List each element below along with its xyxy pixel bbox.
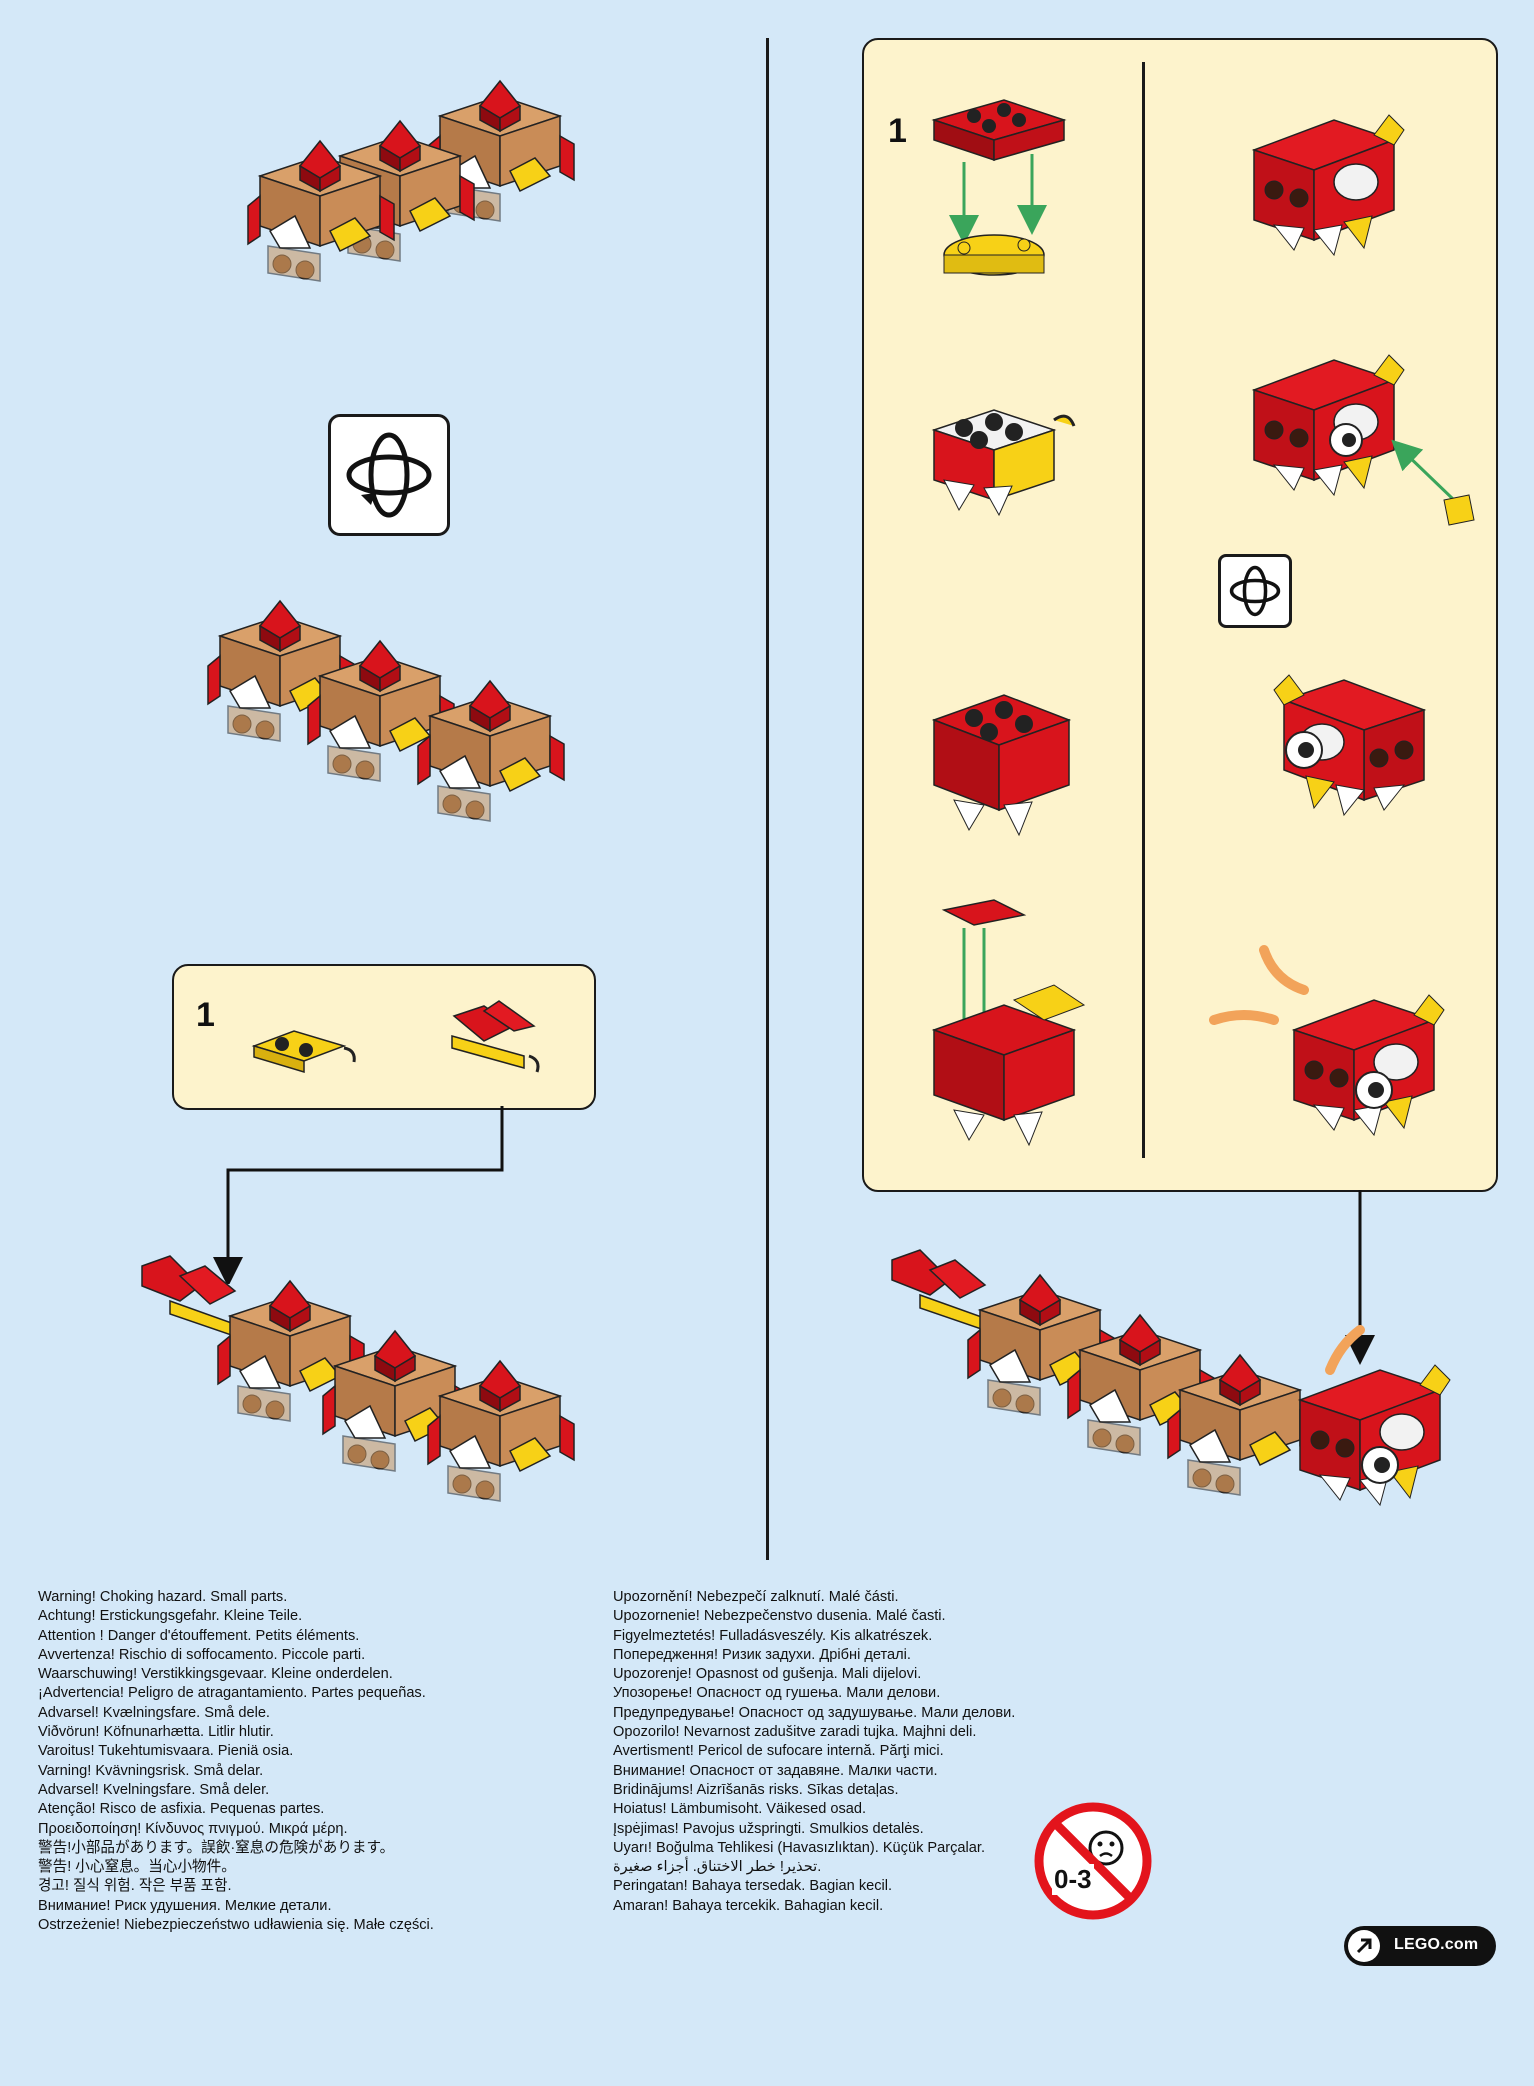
warning-line: Bridinājums! Aizrīšanās risks. Sīkas det… bbox=[613, 1781, 899, 1798]
warning-line: Upozorenje! Opasnost od gušenja. Mali di… bbox=[613, 1666, 922, 1683]
warning-line: Advarsel! Kvelningsfare. Små deler. bbox=[38, 1781, 270, 1798]
warnings-column-right: Upozornění! Nebezpečí zalknutí. Malé čás… bbox=[613, 1588, 1015, 1916]
head-view-1 bbox=[1253, 114, 1405, 256]
step-number: 1 bbox=[196, 996, 215, 1034]
warning-line: Viðvörun! Köfnunarhætta. Litlir hlutir. bbox=[38, 1724, 274, 1741]
warning-line: Попередження! Ризик задухи. Дрібні детал… bbox=[613, 1646, 911, 1663]
warning-line: Attention ! Danger d'étouffement. Petits… bbox=[38, 1627, 360, 1644]
head-substep-3 bbox=[931, 694, 1072, 837]
column-divider bbox=[766, 38, 769, 1560]
step-arrow-right bbox=[1345, 1190, 1375, 1365]
warning-line: 警告!小部品があります。誤飲·窒息の危険があります。 bbox=[38, 1839, 395, 1856]
warning-line: ¡Advertencia! Peligro de atragantamiento… bbox=[38, 1685, 426, 1702]
warning-line: Amaran! Bahaya tercekik. Bahagian kecil. bbox=[613, 1897, 884, 1914]
warning-line: Предупредување! Опасност од задушување. … bbox=[613, 1704, 1016, 1721]
warning-line: Uyarı! Boğulma Tehlikesi (Havasızlıktan)… bbox=[613, 1839, 986, 1856]
warning-line: Ostrzeżenie! Niebezpieczeństwo udławieni… bbox=[38, 1917, 434, 1934]
warning-line: Varning! Kvävningsrisk. Små delar. bbox=[38, 1762, 264, 1779]
warning-line: Achtung! Erstickungsgefahr. Kleine Teile… bbox=[38, 1608, 303, 1625]
rotate-model-icon bbox=[1218, 554, 1292, 628]
head-view-rotated bbox=[1273, 674, 1425, 816]
warning-line: Opozorilo! Nevarnost zadušitve zaradi tu… bbox=[613, 1724, 977, 1741]
head-substep-1 bbox=[931, 99, 1067, 276]
warning-line: Figyelmeztetés! Fulladásveszély. Kis alk… bbox=[613, 1627, 933, 1644]
warning-line: Upozornění! Nebezpečí zalknutí. Malé čás… bbox=[613, 1589, 899, 1605]
warnings-column-left: Warning! Choking hazard. Small parts. Ac… bbox=[38, 1588, 434, 1935]
arrow-link-icon bbox=[1348, 1930, 1380, 1962]
warning-line: Waarschuwing! Verstikkingsgevaar. Kleine… bbox=[38, 1666, 393, 1683]
warning-line: Varoitus! Tukehtumisvaara. Pieniä osia. bbox=[38, 1743, 294, 1760]
warning-line: Προειδοποίηση! Κίνδυνος πνιγμού. Μικρά μ… bbox=[38, 1820, 348, 1837]
warning-line: Внимание! Риск удушения. Мелкие детали. bbox=[38, 1897, 332, 1914]
warning-line: Avvertenza! Rischio di soffocamento. Pic… bbox=[38, 1646, 366, 1663]
rotate-model-icon bbox=[328, 414, 450, 536]
model-view-top bbox=[200, 36, 600, 316]
yellow-hinge-plate bbox=[251, 1030, 356, 1074]
red-wedge-piece bbox=[451, 1000, 540, 1073]
head-view-final bbox=[1209, 945, 1445, 1136]
model-view-rotated bbox=[200, 576, 600, 876]
warning-line: Упозорење! Опасност од гушења. Мали дело… bbox=[613, 1685, 941, 1702]
head-view-2 bbox=[1253, 354, 1475, 526]
warning-line: 警告! 小心窒息。当心小物件。 bbox=[38, 1859, 236, 1876]
warning-line: Внимание! Опасност от задавяне. Малки ча… bbox=[613, 1762, 938, 1779]
warning-line: تحذير! خطر الاختناق. أجزاء صغيرة. bbox=[613, 1859, 822, 1876]
warning-line: Peringatan! Bahaya tersedak. Bagian keci… bbox=[613, 1878, 893, 1895]
warning-line: Įspėjimas! Pavojus užspringti. Smulkios … bbox=[613, 1820, 924, 1837]
callout-inner-divider bbox=[1142, 62, 1145, 1158]
lego-link-button[interactable]: LEGO.com bbox=[1344, 1926, 1496, 1966]
warning-line: Warning! Choking hazard. Small parts. bbox=[38, 1589, 288, 1605]
warning-line: Atenção! Risco de asfixia. Pequenas part… bbox=[38, 1801, 325, 1818]
warning-line: Hoiatus! Lämbumisoht. Väikesed osad. bbox=[613, 1801, 867, 1818]
lego-link-label: LEGO.com bbox=[1394, 1936, 1479, 1953]
step-arrow-left bbox=[213, 1106, 504, 1284]
head-substep-4 bbox=[931, 899, 1086, 1147]
warning-line: Upozornenie! Nebezpečenstvo dusenia. Mal… bbox=[613, 1608, 946, 1625]
completed-dragon-model bbox=[890, 1240, 1490, 1570]
warning-line: Advarsel! Kvælningsfare. Små dele. bbox=[38, 1704, 270, 1721]
step-number: 1 bbox=[888, 112, 907, 150]
right-step-callout: 1 bbox=[862, 38, 1498, 1192]
warning-line: 경고! 질식 위험. 작은 부품 포함. bbox=[38, 1878, 232, 1895]
age-badge: 0-3 bbox=[1052, 1864, 1094, 1895]
head-substep-2 bbox=[931, 409, 1076, 517]
warning-line: Avertisment! Pericol de sufocare internă… bbox=[613, 1743, 944, 1760]
model-with-tail bbox=[140, 1246, 600, 1566]
choking-hazard-icon: 0-3 bbox=[1034, 1802, 1152, 1920]
left-step-callout: 1 bbox=[172, 964, 596, 1110]
